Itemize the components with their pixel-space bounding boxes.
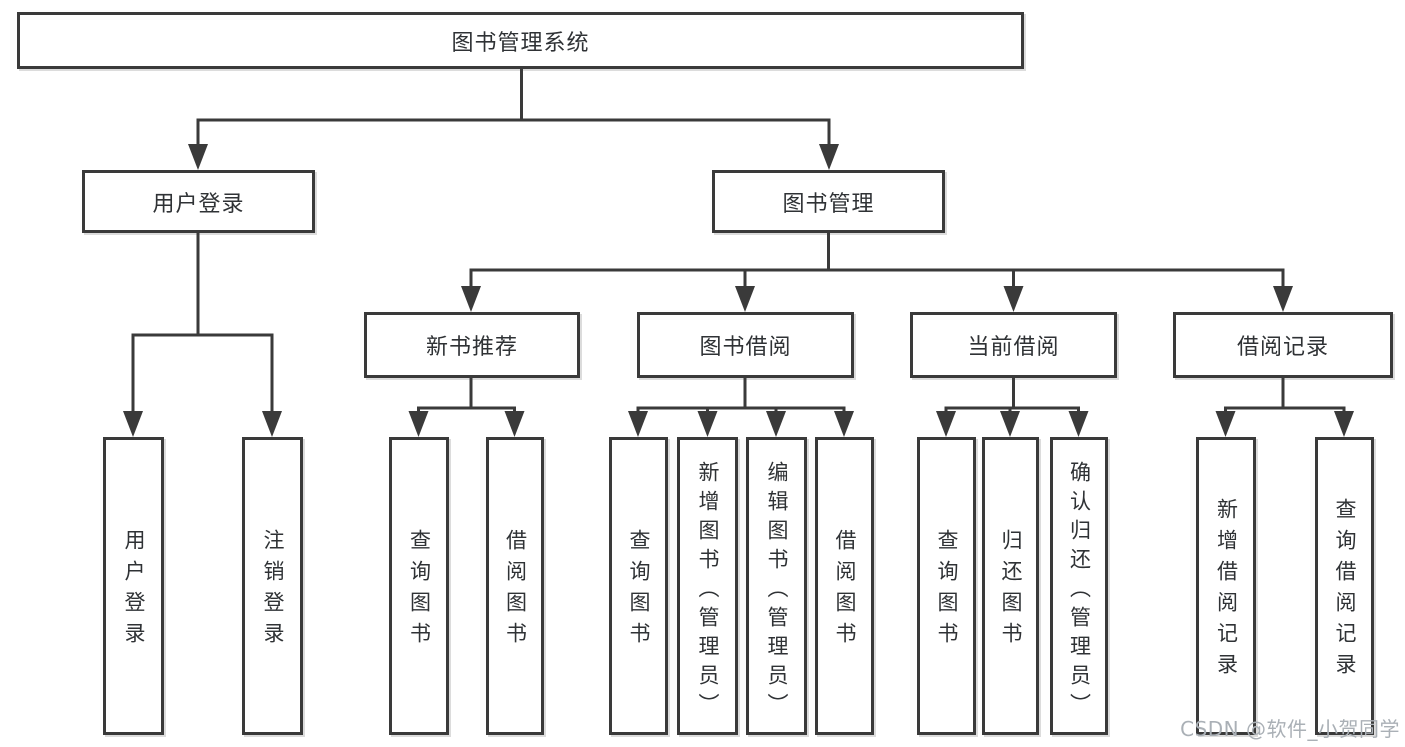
arrowhead-icon bbox=[834, 411, 854, 437]
leaf-return-books: 归还图书 bbox=[982, 437, 1039, 735]
arrowhead-icon bbox=[1273, 286, 1293, 312]
leaf-borrowing-query-books: 查询图书 bbox=[609, 437, 668, 735]
node-library-management-system: 图书管理系统 bbox=[17, 12, 1024, 69]
node-user-login: 用户登录 bbox=[82, 170, 315, 233]
leaf-borrowing-borrow-books: 借阅图书 bbox=[815, 437, 874, 735]
arrowhead-icon bbox=[819, 144, 839, 170]
node-book-management: 图书管理 bbox=[712, 170, 945, 233]
leaf-recommend-borrow-books: 借阅图书 bbox=[486, 437, 544, 735]
node-current-borrowing: 当前借阅 bbox=[910, 312, 1117, 378]
arrowhead-icon bbox=[262, 411, 282, 437]
leaf-logout: 注销登录 bbox=[242, 437, 303, 735]
leaf-confirm-return-admin: 确认归还（管理员） bbox=[1050, 437, 1108, 735]
arrowhead-icon bbox=[628, 411, 648, 437]
node-new-book-recommendation: 新书推荐 bbox=[364, 312, 580, 378]
arrowhead-icon bbox=[697, 411, 718, 437]
arrowheads bbox=[123, 144, 1354, 437]
leaf-query-borrow-record: 查询借阅记录 bbox=[1315, 437, 1374, 735]
node-borrowing-records: 借阅记录 bbox=[1173, 312, 1393, 378]
arrowhead-icon bbox=[1003, 286, 1024, 312]
node-book-borrowing: 图书借阅 bbox=[637, 312, 854, 378]
arrowhead-icon bbox=[504, 411, 525, 437]
arrowhead-icon bbox=[1000, 411, 1020, 437]
leaf-add-books-admin: 新增图书（管理员） bbox=[677, 437, 738, 735]
leaf-add-borrow-record: 新增借阅记录 bbox=[1196, 437, 1256, 735]
arrowhead-icon bbox=[1334, 411, 1354, 437]
leaf-user-login: 用户登录 bbox=[103, 437, 164, 735]
arrowhead-icon bbox=[936, 411, 956, 437]
arrowhead-icon bbox=[1068, 411, 1089, 437]
arrowhead-icon bbox=[408, 411, 429, 437]
arrowhead-icon bbox=[188, 144, 208, 170]
leaf-current-query-books: 查询图书 bbox=[917, 437, 976, 735]
arrowhead-icon bbox=[766, 411, 786, 437]
leaf-recommend-query-books: 查询图书 bbox=[389, 437, 449, 735]
arrowhead-icon bbox=[123, 411, 143, 437]
leaf-edit-books-admin: 编辑图书（管理员） bbox=[746, 437, 807, 735]
arrowhead-icon bbox=[1215, 411, 1236, 437]
arrowhead-icon bbox=[461, 286, 481, 312]
arrowhead-icon bbox=[735, 286, 755, 312]
csdn-watermark: CSDN @软件_小贺同学 bbox=[1180, 717, 1400, 741]
